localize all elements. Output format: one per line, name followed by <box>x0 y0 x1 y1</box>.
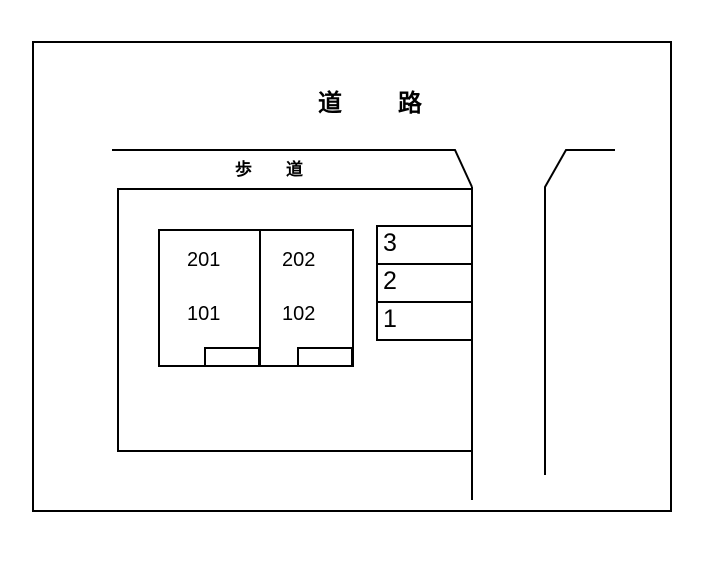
road-label-char-2: 路 <box>398 89 422 117</box>
sidewalk-label-char-2: 道 <box>286 160 303 180</box>
entrance-left <box>204 347 260 367</box>
parking-slot-3-label: 3 <box>383 229 397 257</box>
outer-frame <box>32 41 672 512</box>
unit-102-label: 102 <box>282 303 316 325</box>
parking-slot-1-label: 1 <box>383 305 397 333</box>
entrance-right <box>297 347 353 367</box>
road-edge-right <box>544 149 615 475</box>
sidewalk-label-char-1: 歩 <box>235 160 252 180</box>
lot-boundary <box>117 188 472 452</box>
sidewalk-edge-left <box>112 149 473 188</box>
unit-101-label: 101 <box>187 303 221 325</box>
unit-202-label: 202 <box>282 249 316 271</box>
road-label-char-1: 道 <box>318 89 342 117</box>
parking-slot-2-label: 2 <box>383 267 397 295</box>
parking-area <box>376 225 473 341</box>
unit-201-label: 201 <box>187 249 221 271</box>
